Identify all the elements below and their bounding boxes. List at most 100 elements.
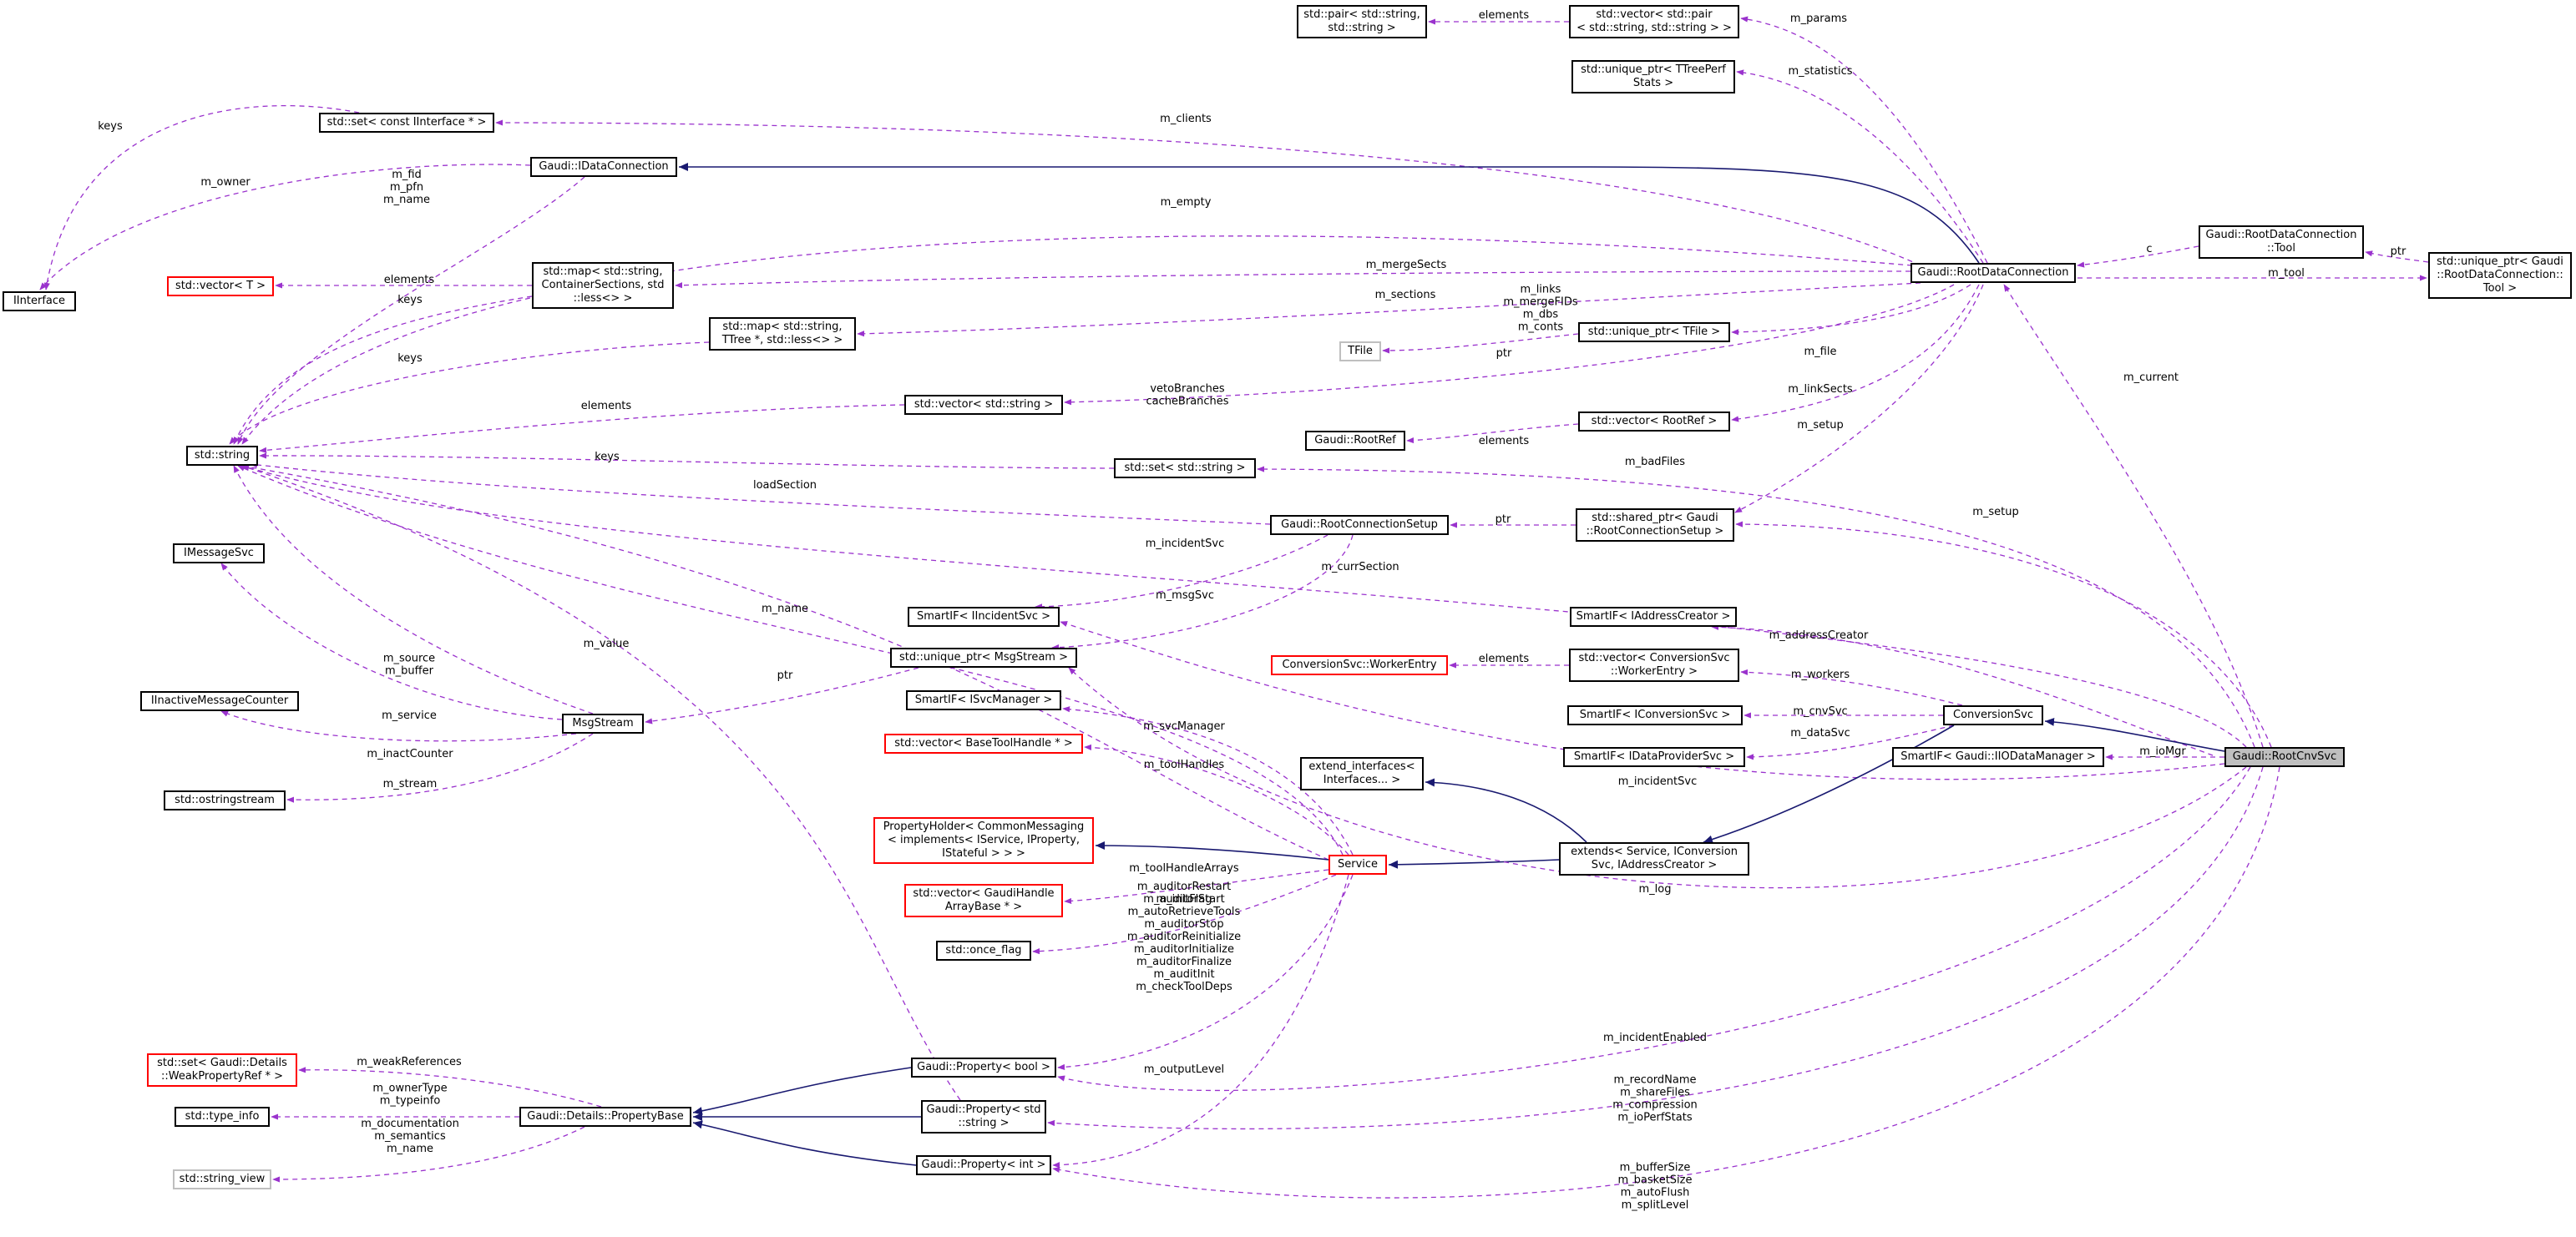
node-vector-pair[interactable]: std::vector< std::pair < std::string, st… bbox=[1569, 5, 1739, 38]
edge-rootcnv-propint bbox=[1052, 766, 2280, 1199]
node-unique-ptr-tfile[interactable]: std::unique_ptr< TFile > bbox=[1578, 322, 1730, 342]
node-smartif-iaddresscreator[interactable]: SmartIF< IAddressCreator > bbox=[1570, 607, 1737, 627]
edge-rcsetup-string bbox=[250, 462, 1271, 525]
node-shared-ptr-rootconnectionsetup[interactable]: std::shared_ptr< Gaudi ::RootConnectionS… bbox=[1576, 508, 1734, 542]
edge-label-elements-rootref: elements bbox=[1479, 435, 1530, 447]
node-vector-rootref[interactable]: std::vector< RootRef > bbox=[1578, 411, 1730, 432]
edge-rdc-string-empty bbox=[241, 235, 1913, 445]
node-iinterface[interactable]: IInterface bbox=[3, 291, 76, 311]
edge-label-svcmanager: m_svcManager bbox=[1143, 720, 1225, 733]
node-unique-ptr-ttreeperfstats[interactable]: std::unique_ptr< TTreePerf Stats > bbox=[1571, 60, 1735, 93]
edge-msgstream-string bbox=[233, 465, 594, 714]
node-extends-service[interactable]: extends< Service, IConversion Svc, IAddr… bbox=[1559, 842, 1749, 876]
node-conversionsvc[interactable]: ConversionSvc bbox=[1943, 705, 2043, 725]
node-smartif-idataprovidersvc[interactable]: SmartIF< IDataProviderSvc > bbox=[1563, 747, 1745, 767]
node-set-weakpropertyref[interactable]: std::set< Gaudi::Details ::WeakPropertyR… bbox=[147, 1053, 297, 1087]
node-gaudi-rootconnectionsetup[interactable]: Gaudi::RootConnectionSetup bbox=[1270, 515, 1449, 535]
node-unique-ptr-tool[interactable]: std::unique_ptr< Gaudi ::RootDataConnect… bbox=[2428, 252, 2572, 299]
node-extend-interfaces[interactable]: extend_interfaces< Interfaces... > bbox=[1300, 757, 1424, 790]
node-tfile[interactable]: TFile bbox=[1339, 341, 1381, 361]
edge-idataconn-string bbox=[237, 176, 585, 445]
edge-label-ptr-msg: ptr bbox=[777, 669, 793, 682]
edge-convsvc-extends bbox=[1703, 725, 1955, 844]
edge-label-service: m_service bbox=[382, 709, 437, 722]
node-vector-gaudihandlearraybase[interactable]: std::vector< GaudiHandle ArrayBase * > bbox=[904, 884, 1063, 917]
edge-msgstream-ostream bbox=[286, 733, 594, 803]
edge-setstr-string bbox=[259, 452, 1115, 469]
edge-label-incidentsvc-top: m_incidentSvc bbox=[1146, 538, 1224, 550]
node-property-string[interactable]: Gaudi::Property< std ::string > bbox=[921, 1100, 1046, 1133]
edge-label-ptr-tfile: ptr bbox=[1496, 347, 1512, 360]
edge-service-propint bbox=[1052, 874, 1349, 1169]
node-vector-t[interactable]: std::vector< T > bbox=[167, 276, 274, 296]
node-unique-ptr-msgstream[interactable]: std::unique_ptr< MsgStream > bbox=[890, 648, 1077, 668]
node-property-int[interactable]: Gaudi::Property< int > bbox=[916, 1155, 1051, 1175]
node-ostringstream[interactable]: std::ostringstream bbox=[164, 790, 286, 810]
node-msgstream[interactable]: MsgStream bbox=[562, 714, 644, 734]
edge-label-toolhandles: m_toolHandles bbox=[1144, 759, 1225, 771]
edge-rdc-uptreeperf bbox=[1736, 69, 1984, 264]
node-map-containersections[interactable]: std::map< std::string, ContainerSections… bbox=[532, 262, 674, 309]
node-rootdataconnection-tool[interactable]: Gaudi::RootDataConnection ::Tool bbox=[2199, 225, 2364, 259]
edge-label-badfiles: m_badFiles bbox=[1625, 456, 1685, 468]
edge-rootcnv-convsvc bbox=[2044, 717, 2225, 752]
node-smartif-iincidentsvc[interactable]: SmartIF< IIncidentSvc > bbox=[908, 607, 1060, 627]
edge-label-owner: m_owner bbox=[200, 176, 251, 189]
node-std-string[interactable]: std::string bbox=[186, 446, 258, 466]
edge-rdctool-rdc bbox=[2077, 245, 2199, 268]
node-smartif-iconversionsvc[interactable]: SmartIF< IConversionSvc > bbox=[1567, 705, 1743, 725]
edge-service-spsvcmgr bbox=[1062, 706, 1354, 856]
node-string-view[interactable]: std::string_view bbox=[173, 1169, 271, 1189]
edge-extends-service bbox=[1388, 859, 1560, 869]
node-service[interactable]: Service bbox=[1328, 855, 1387, 875]
edge-uptfile-tfile bbox=[1382, 333, 1579, 354]
edge-maptree-string bbox=[229, 341, 710, 445]
edge-rootcnv-propbool bbox=[1057, 766, 2251, 1092]
node-type-info[interactable]: std::type_info bbox=[175, 1107, 270, 1127]
edge-label-msgsvc: m_msgSvc bbox=[1156, 589, 1214, 602]
node-gaudi-rootref[interactable]: Gaudi::RootRef bbox=[1305, 431, 1405, 451]
edge-label-ptr-tool: ptr bbox=[2391, 245, 2406, 258]
edge-label-datasvc: m_dataSvc bbox=[1790, 727, 1850, 740]
edge-propbase-setweak bbox=[298, 1067, 602, 1108]
node-property-bool[interactable]: Gaudi::Property< bool > bbox=[911, 1058, 1056, 1078]
edge-label-incidentsvc: m_incidentSvc bbox=[1618, 775, 1697, 788]
node-set-string[interactable]: std::set< std::string > bbox=[1114, 458, 1256, 478]
node-imessagesvc[interactable]: IMessageSvc bbox=[173, 543, 265, 563]
edge-rcsetup-upmsg bbox=[1051, 534, 1354, 651]
node-propertybase[interactable]: Gaudi::Details::PropertyBase bbox=[519, 1107, 691, 1127]
edge-rdc-shrcsetup bbox=[1734, 284, 1984, 513]
edge-label-keys-iface: keys bbox=[98, 120, 123, 133]
edge-rdc-setiface bbox=[495, 119, 1921, 266]
edge-label-setup: m_setup bbox=[1972, 506, 2019, 518]
edge-label-inactcounter: m_inactCounter bbox=[367, 748, 453, 760]
node-set-iinterface[interactable]: std::set< const IInterface * > bbox=[319, 113, 494, 133]
node-vector-string[interactable]: std::vector< std::string > bbox=[904, 395, 1063, 415]
node-vector-basetoolhandle[interactable]: std::vector< BaseToolHandle * > bbox=[884, 734, 1083, 754]
node-map-ttree[interactable]: std::map< std::string, TTree *, std::les… bbox=[709, 317, 856, 351]
node-gaudi-rootdataconnection[interactable]: Gaudi::RootDataConnection bbox=[1910, 263, 2076, 283]
node-gaudi-rootcnvsvc[interactable]: Gaudi::RootCnvSvc bbox=[2224, 747, 2345, 767]
node-iinactivemessagecounter[interactable]: IInactiveMessageCounter bbox=[140, 691, 299, 711]
node-gaudi-idataconnection[interactable]: Gaudi::IDataConnection bbox=[530, 157, 677, 177]
edge-label-keys-set: keys bbox=[595, 451, 620, 463]
node-once-flag[interactable]: std::once_flag bbox=[936, 941, 1031, 961]
edge-label-elements-pair: elements bbox=[1479, 9, 1530, 22]
edge-label-mergesects: m_mergeSects bbox=[1366, 259, 1447, 271]
node-propertyholder[interactable]: PropertyHolder< CommonMessaging < implem… bbox=[873, 817, 1094, 864]
node-std-pair[interactable]: std::pair< std::string, std::string > bbox=[1297, 5, 1427, 38]
node-vector-workerentry[interactable]: std::vector< ConversionSvc ::WorkerEntry… bbox=[1569, 649, 1739, 682]
edge-label-tool: m_tool bbox=[2268, 267, 2305, 280]
edge-label-incidentenabled: m_incidentEnabled bbox=[1603, 1032, 1707, 1044]
node-smartif-iiodatamanager[interactable]: SmartIF< Gaudi::IIODataManager > bbox=[1892, 747, 2104, 767]
node-smartif-isvcmanager[interactable]: SmartIF< ISvcManager > bbox=[906, 690, 1061, 710]
node-conversionsvc-workerentry[interactable]: ConversionSvc::WorkerEntry bbox=[1271, 655, 1448, 675]
edge-label-addresscreator: m_addressCreator bbox=[1769, 629, 1869, 642]
edge-rootcnv-spaddr bbox=[1711, 624, 2214, 756]
edge-label-cnvsvc: m_cnvSvc bbox=[1793, 705, 1847, 718]
